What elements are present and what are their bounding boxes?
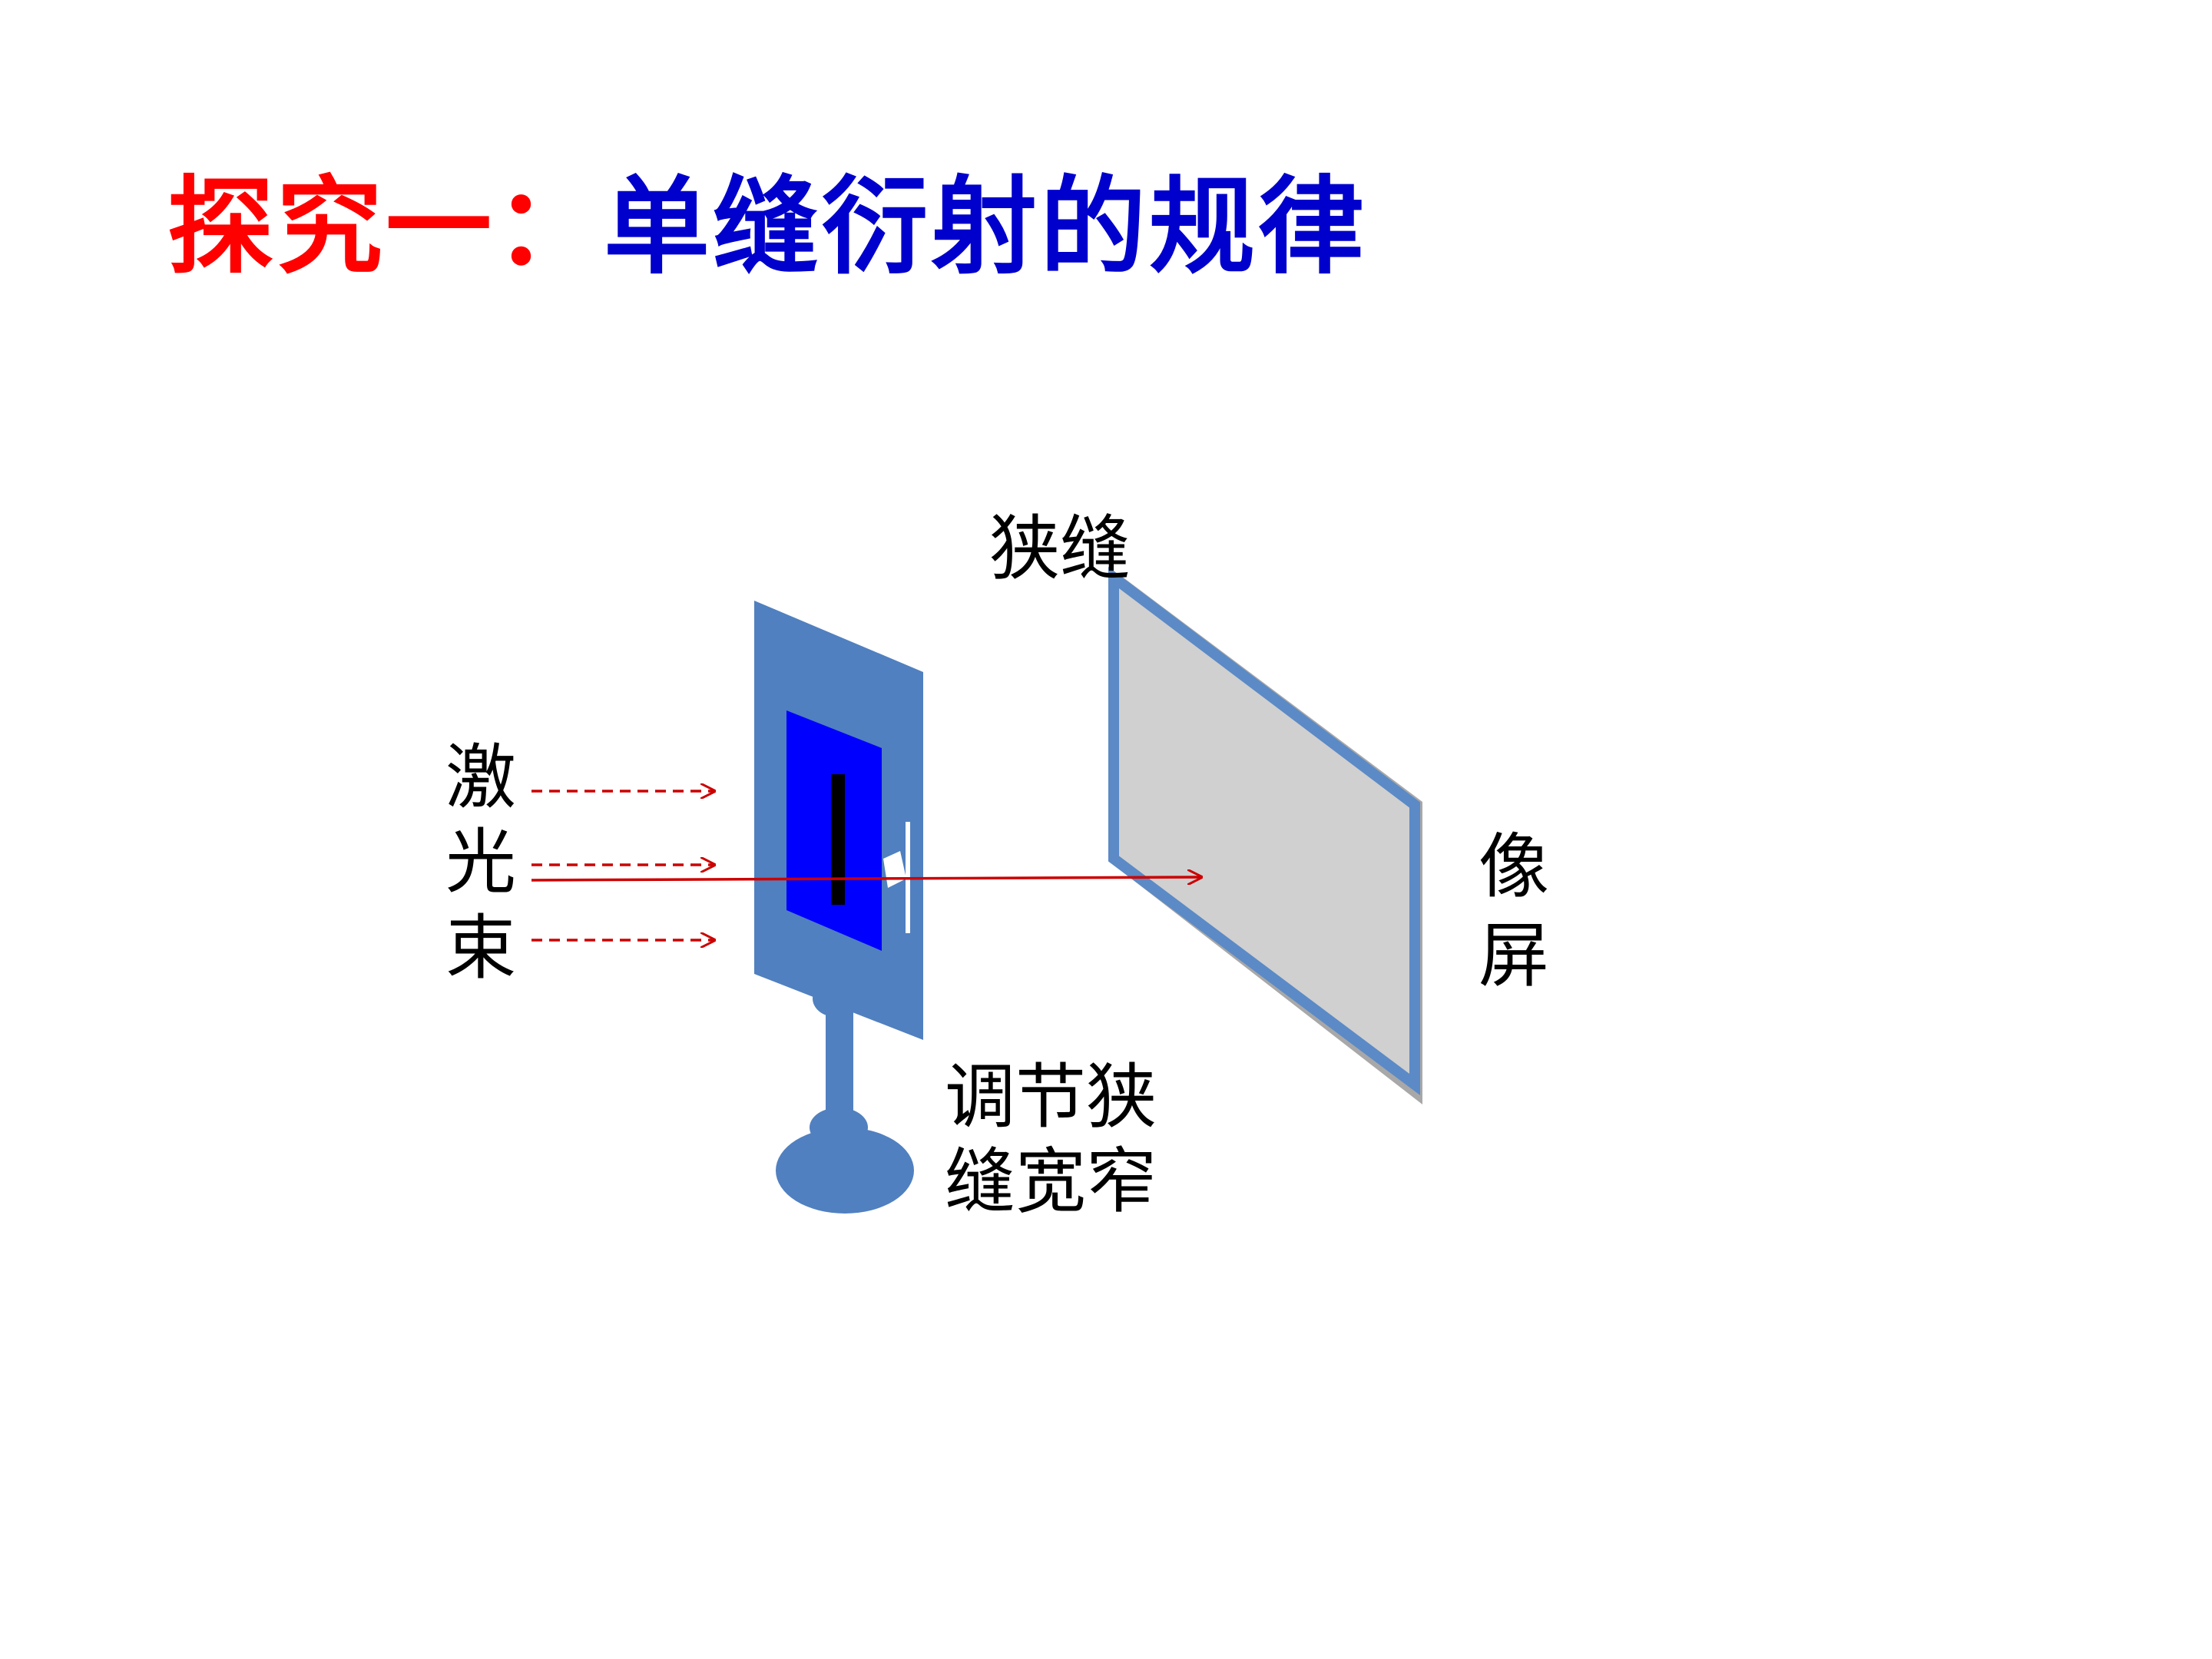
slit [831, 774, 845, 905]
screen-surface [1108, 566, 1420, 1095]
stand-pole [826, 998, 853, 1129]
laser-label-char-2: 光 [445, 821, 516, 903]
page-title: 探究一：单缝衍射的规律 [167, 161, 1367, 292]
screen-label-char-1: 像 [1479, 826, 1549, 908]
slit-label: 狭缝 [989, 508, 1131, 590]
title-part-red: 探究一： [167, 164, 604, 289]
title-part-blue: 单缝衍射的规律 [604, 164, 1368, 289]
laser-label-char-1: 激 [445, 737, 516, 819]
screen-label-char-2: 屏 [1479, 915, 1549, 997]
image-screen [1108, 566, 1422, 1104]
laser-ray-through-slit [531, 877, 1201, 880]
stand-base [776, 1128, 914, 1214]
adjust-label-line-2: 缝宽窄 [945, 1141, 1157, 1223]
laser-label-char-3: 束 [445, 907, 516, 989]
slit-holder [754, 601, 923, 1214]
adjust-label-line-1: 调节狭 [945, 1056, 1157, 1138]
laser-beams [531, 791, 1201, 940]
